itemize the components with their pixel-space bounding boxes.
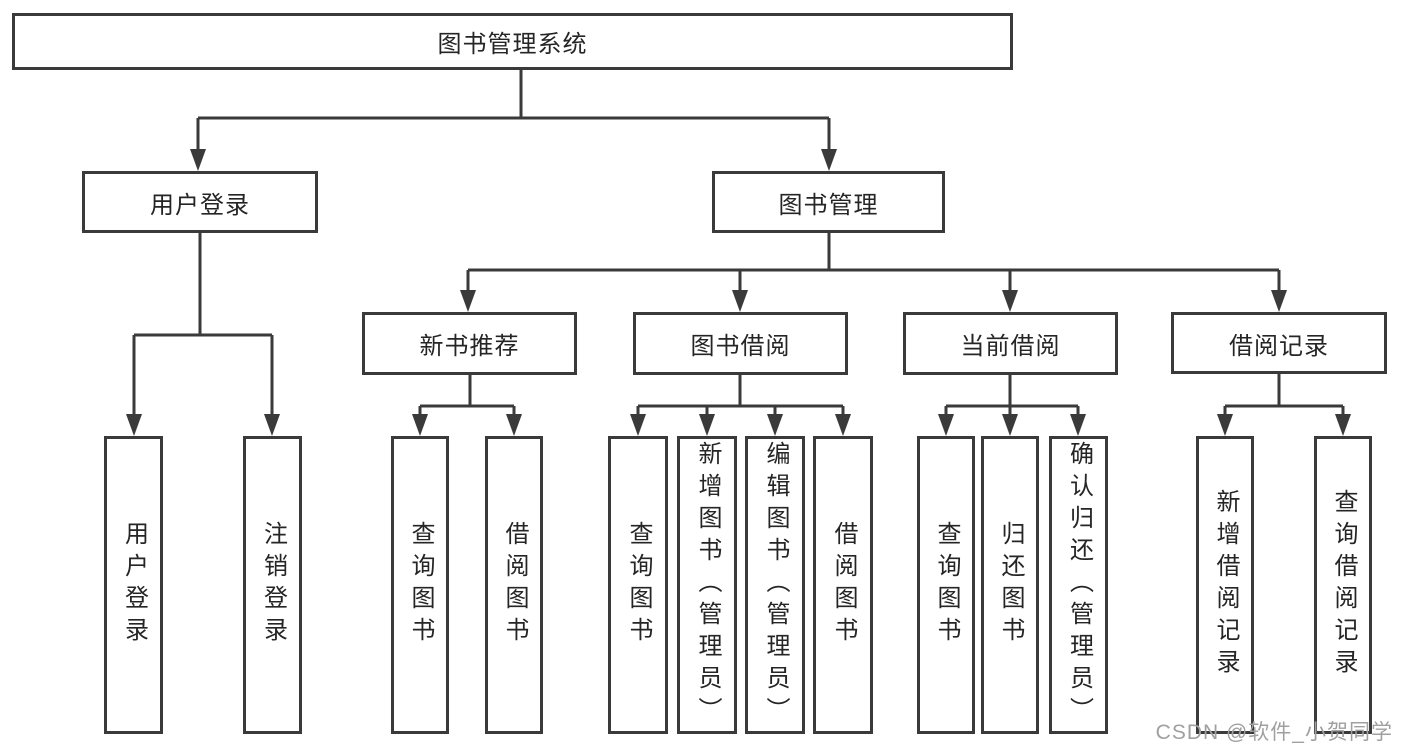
leaf-query-books-c: 查询图书 (917, 436, 975, 734)
leaf-confirm-return-admin-label: 确认归还（管理员） (1065, 441, 1093, 729)
leaf-user-login-label: 用户登录 (120, 521, 148, 649)
leaf-return-book-label: 归还图书 (997, 521, 1024, 649)
leaf-borrow-books-a: 借阅图书 (485, 436, 543, 734)
leaf-query-books-b-label: 查询图书 (625, 521, 652, 649)
leaf-query-borrow-record-label: 查询借阅记录 (1330, 489, 1357, 681)
leaf-borrow-books-b: 借阅图书 (813, 436, 873, 734)
leaf-query-borrow-record: 查询借阅记录 (1314, 436, 1372, 734)
leaf-user-login: 用户登录 (104, 436, 163, 734)
node-current-borrowing: 当前借阅 (903, 312, 1118, 375)
leaf-borrow-books-a-label: 借阅图书 (501, 521, 528, 649)
leaf-edit-book-admin-label: 编辑图书（管理员） (762, 441, 789, 729)
csdn-watermark: CSDN @软件_小贺同学 (1155, 721, 1393, 744)
leaf-confirm-return-admin: 确认归还（管理员） (1049, 436, 1108, 734)
node-new-book-recommend: 新书推荐 (362, 312, 577, 375)
leaf-add-borrow-record-label: 新增借阅记录 (1212, 489, 1239, 681)
leaf-query-books-c-label: 查询图书 (933, 521, 960, 649)
leaf-add-book-admin: 新增图书（管理员） (677, 436, 737, 734)
node-library-system: 图书管理系统 (12, 13, 1013, 70)
node-borrowing-records: 借阅记录 (1171, 312, 1387, 374)
leaf-return-book: 归还图书 (981, 436, 1039, 734)
leaf-add-borrow-record: 新增借阅记录 (1196, 436, 1254, 734)
node-book-management: 图书管理 (712, 171, 945, 233)
leaf-borrow-books-b-label: 借阅图书 (830, 521, 857, 649)
leaf-add-book-admin-label: 新增图书（管理员） (694, 441, 721, 729)
leaf-query-books-b: 查询图书 (608, 436, 668, 734)
leaf-logout: 注销登录 (243, 436, 302, 734)
node-user-login: 用户登录 (82, 171, 318, 233)
node-book-borrowing: 图书借阅 (633, 312, 848, 375)
leaf-logout-label: 注销登录 (259, 521, 287, 649)
leaf-edit-book-admin: 编辑图书（管理员） (745, 436, 805, 734)
leaf-query-books-a: 查询图书 (391, 436, 449, 734)
leaf-query-books-a-label: 查询图书 (407, 521, 434, 649)
